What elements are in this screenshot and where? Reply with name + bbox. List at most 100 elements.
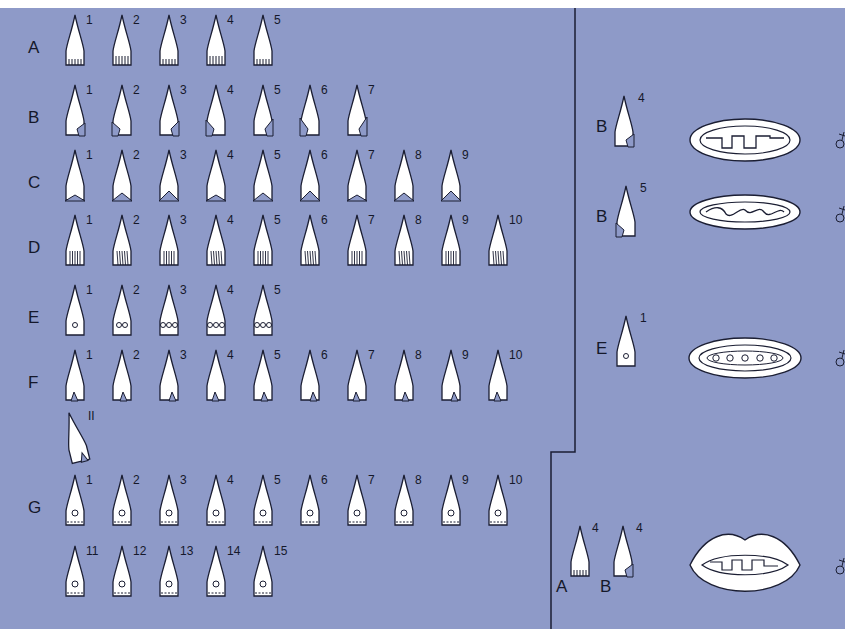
tooth-outline [301,475,319,525]
callout-number: 3 [180,84,187,96]
callout-number: 9 [462,214,469,226]
tooth-figure [207,350,225,401]
tooth-outline [489,475,507,525]
fracture-line [501,251,502,265]
fracture-line [208,522,224,523]
teeth-line [710,560,778,570]
edge-symbol [836,558,845,574]
fracture-line [268,251,269,265]
tooth-figure [617,316,635,366]
fracture-notch [451,392,458,401]
tooth-outline [113,85,131,135]
fracture-line [80,251,81,265]
fracture-line [125,251,126,265]
tooth-outline [348,85,366,135]
tooth-outline [395,215,413,265]
fracture-line [580,570,581,576]
fracture-line [67,522,83,523]
divider-line [551,8,575,629]
tooth-outline [254,546,272,596]
tooth-figure [254,350,272,401]
fracture-line [81,59,82,65]
callout-number: 4 [227,474,234,486]
tooth-outline [160,285,178,335]
tooth-figure [66,85,85,136]
fracture-line [493,251,494,265]
fracture-line [583,570,584,576]
tooth-outline [160,215,178,265]
edge-symbol [836,132,845,148]
callout-number: 5 [274,84,281,96]
fracture-line [117,251,118,265]
background-panel [0,8,845,629]
row-letter: A [556,578,567,595]
tooth-outline [254,475,272,525]
callout-number: 9 [462,349,469,361]
tooth-figure [489,475,507,525]
tooth-outline [348,215,366,265]
callout-number: 10 [509,349,522,361]
pulp-dot [220,323,225,328]
fracture-line [122,56,123,65]
tooth-outline [301,350,319,400]
fracture-line [315,251,316,265]
callout-number: 6 [321,84,328,96]
fracture-notch [169,392,176,401]
fracture-line [496,251,497,265]
fracture-line [210,56,211,65]
callout-number: 2 [133,84,140,96]
fracture-line [114,522,130,523]
tooth-figure [113,285,131,335]
callout-number: 1 [86,84,93,96]
callout-number: 15 [274,545,287,557]
tooth-figure [395,215,413,265]
fracture-line [219,251,220,265]
fracture-line [128,56,129,65]
callout-number: 2 [133,14,140,26]
tooth-outline [254,15,272,65]
pulp-dot [213,581,219,587]
fracture-line [72,59,73,65]
row-letter: A [28,39,39,56]
tooth-outline [113,546,131,596]
fracture-line [456,251,457,265]
callout-number: 5 [640,182,647,194]
mouth-outline [689,338,801,378]
fracture-line [362,251,363,265]
fracture-line [114,593,130,594]
fracture-notch [261,392,268,401]
tooth-outline [395,150,413,200]
fracture-line [260,251,261,265]
tooth-outline [348,350,366,400]
pulp-dot [742,355,748,361]
tooth-outline [442,350,460,400]
tooth-figure [160,475,178,525]
pulp-dot [713,355,719,361]
tooth-figure [160,350,178,401]
callout-number: 7 [368,149,375,161]
tooth-figure [348,350,366,401]
callout-number: 6 [321,214,328,226]
callout-number: 2 [133,149,140,161]
tooth-figure [300,85,319,136]
fracture-line [354,251,355,265]
fracture-line [172,59,173,65]
tooth-outline [207,215,225,265]
callout-number: II [88,410,95,422]
tooth-outline [442,475,460,525]
tooth-figure [347,150,367,201]
fracture-notch [212,392,219,401]
tooth-outline [160,150,178,200]
fracture-line [402,251,403,265]
callout-number: 4 [227,14,234,26]
callout-number: 4 [638,92,645,104]
tooth-figure [207,546,225,596]
fracture-line [352,251,353,265]
row-letter: E [28,309,39,326]
fracture-line [175,59,176,65]
tooth-outline [348,475,366,525]
pulp-dot [727,355,733,361]
callout-number: 6 [321,349,328,361]
mouth-opening [699,345,791,371]
tooth-figure [206,150,226,201]
